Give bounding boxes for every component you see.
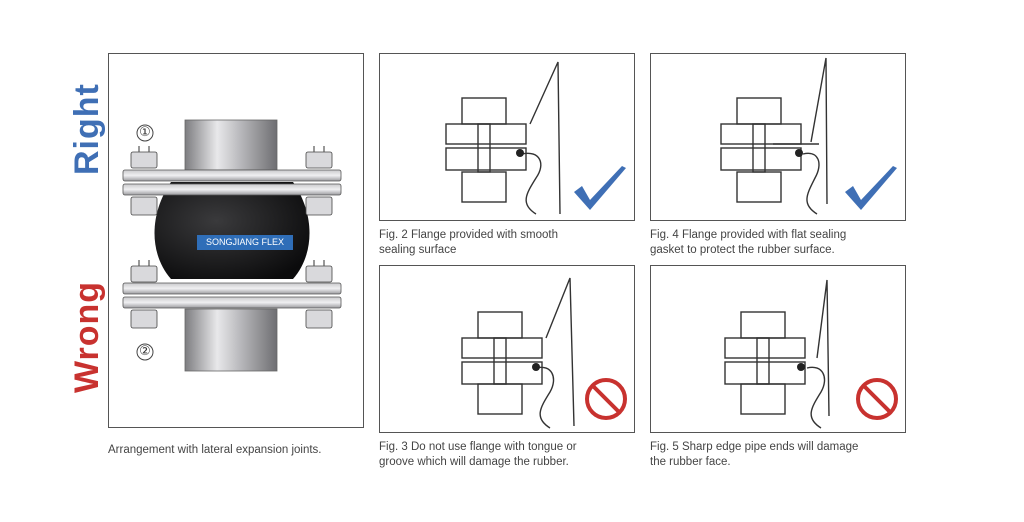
- fig5-diagram: [724, 279, 830, 429]
- fig3-panel: [379, 265, 635, 433]
- prohibit-icon: [585, 378, 627, 420]
- prohibit-icon: [856, 378, 898, 420]
- fig2-panel: [379, 53, 635, 221]
- check-icon: [574, 166, 626, 210]
- fig4-panel: [650, 53, 906, 221]
- wrong-label: Wrong: [68, 280, 106, 393]
- right-label: Right: [68, 83, 106, 175]
- main-figure-caption: Arrangement with lateral expansion joint…: [108, 444, 322, 456]
- check-icon: [845, 166, 897, 210]
- fig3-diagram: [461, 277, 575, 429]
- fig4-caption: Fig. 4 Flange provided with flat sealing…: [650, 229, 847, 256]
- marker-2: ②: [139, 343, 151, 358]
- fig4-diagram: [720, 57, 828, 215]
- brand-tag: SONGJIANG FLEX: [197, 235, 293, 250]
- expansion-joint-illustration: [122, 119, 342, 372]
- marker-1: ①: [139, 124, 151, 139]
- fig2-diagram: [445, 61, 561, 215]
- main-figure-panel: ① ② SONGJIANG FLEX: [108, 53, 364, 428]
- fig5-panel: [650, 265, 906, 433]
